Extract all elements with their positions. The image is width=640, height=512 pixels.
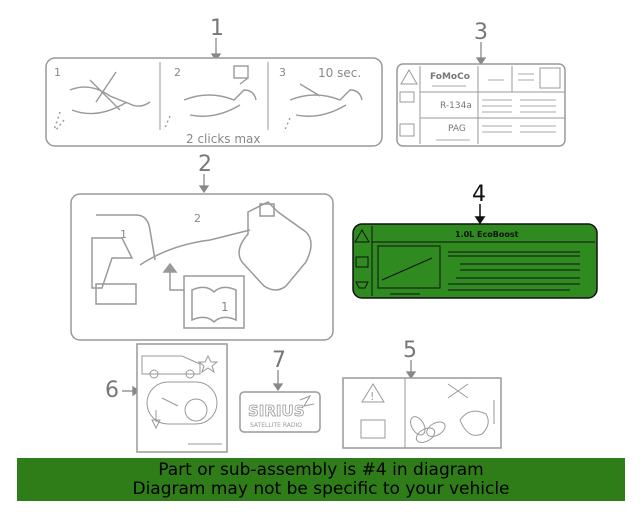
fuel-nozzle-icon (53, 65, 363, 133)
label3-brand: FoMoCo (430, 72, 470, 82)
oil-dipstick-diagram (377, 245, 441, 289)
warning-triangle-icon (361, 383, 385, 403)
oil-can-icon (355, 281, 369, 289)
label3-refrigerant: R-134a (440, 101, 472, 111)
label2-step-1: 1 (120, 228, 127, 241)
label-3-ac-refrigerant: FoMoCo R-134a PAG (396, 63, 566, 147)
fuel-can-icon (238, 201, 312, 291)
label4-engine: 1.0L EcoBoost (455, 230, 519, 239)
warning-triangle-icon (354, 229, 370, 243)
label-5-fan-warning: ! (342, 377, 502, 449)
banner-line-1: Part or sub-assembly is #4 in diagram (158, 460, 484, 480)
manual-book-icon (399, 91, 415, 103)
label2-book-page: 1 (221, 300, 229, 314)
no-hand-icon (447, 383, 469, 399)
svg-text:!: ! (370, 390, 374, 403)
hand-icon (459, 410, 489, 436)
label1-step-1: 1 (54, 66, 61, 79)
label1-caption: 2 clicks max (186, 132, 260, 146)
callout-6: 6 (105, 378, 119, 403)
manual-book-icon (355, 256, 369, 268)
manual-book-icon (360, 419, 386, 439)
label-7-sirius-badge: SIRIUS SATELLITE RADIO (239, 391, 321, 433)
label-4-engine-label: 1.0L EcoBoost (352, 223, 598, 299)
callout-3: 3 (474, 20, 488, 45)
label1-wait-time: 10 sec. (318, 66, 361, 80)
van-icon (141, 355, 201, 375)
label7-brand: SIRIUS (248, 402, 305, 420)
callout-2: 2 (198, 152, 212, 177)
callout-4: 4 (472, 182, 486, 207)
callout-1: 1 (210, 16, 224, 41)
label1-step-2: 2 (174, 66, 181, 79)
dog-logo-icon (299, 394, 315, 407)
callout-7: 7 (272, 348, 286, 373)
filler-neck-icon (91, 237, 134, 289)
label7-subtitle: SATELLITE RADIO (250, 422, 302, 429)
owner-manual-icon (183, 275, 245, 329)
warning-triangle-icon (400, 68, 418, 85)
label3-oil: PAG (448, 124, 466, 134)
knob-icon (184, 398, 208, 422)
label-1-refuel-instructions: 1 2 3 10 sec. 2 clicks max (45, 57, 383, 147)
label2-step-2: 2 (194, 212, 201, 225)
label1-step-3: 3 (279, 66, 286, 79)
funnel-icon (96, 214, 156, 261)
banner-line-2: Diagram may not be specific to your vehi… (132, 479, 510, 499)
callout-5: 5 (403, 338, 417, 363)
leader-lines (122, 38, 487, 397)
fan-icon (410, 416, 446, 443)
label-2-capless-refuel: 1 2 1 (70, 193, 334, 341)
info-banner: Part or sub-assembly is #4 in diagram Di… (17, 458, 625, 501)
label-6-cargo-label (136, 343, 228, 453)
qr-code-icon (539, 67, 561, 89)
engine-icon (399, 123, 415, 137)
star-icon (197, 354, 219, 374)
